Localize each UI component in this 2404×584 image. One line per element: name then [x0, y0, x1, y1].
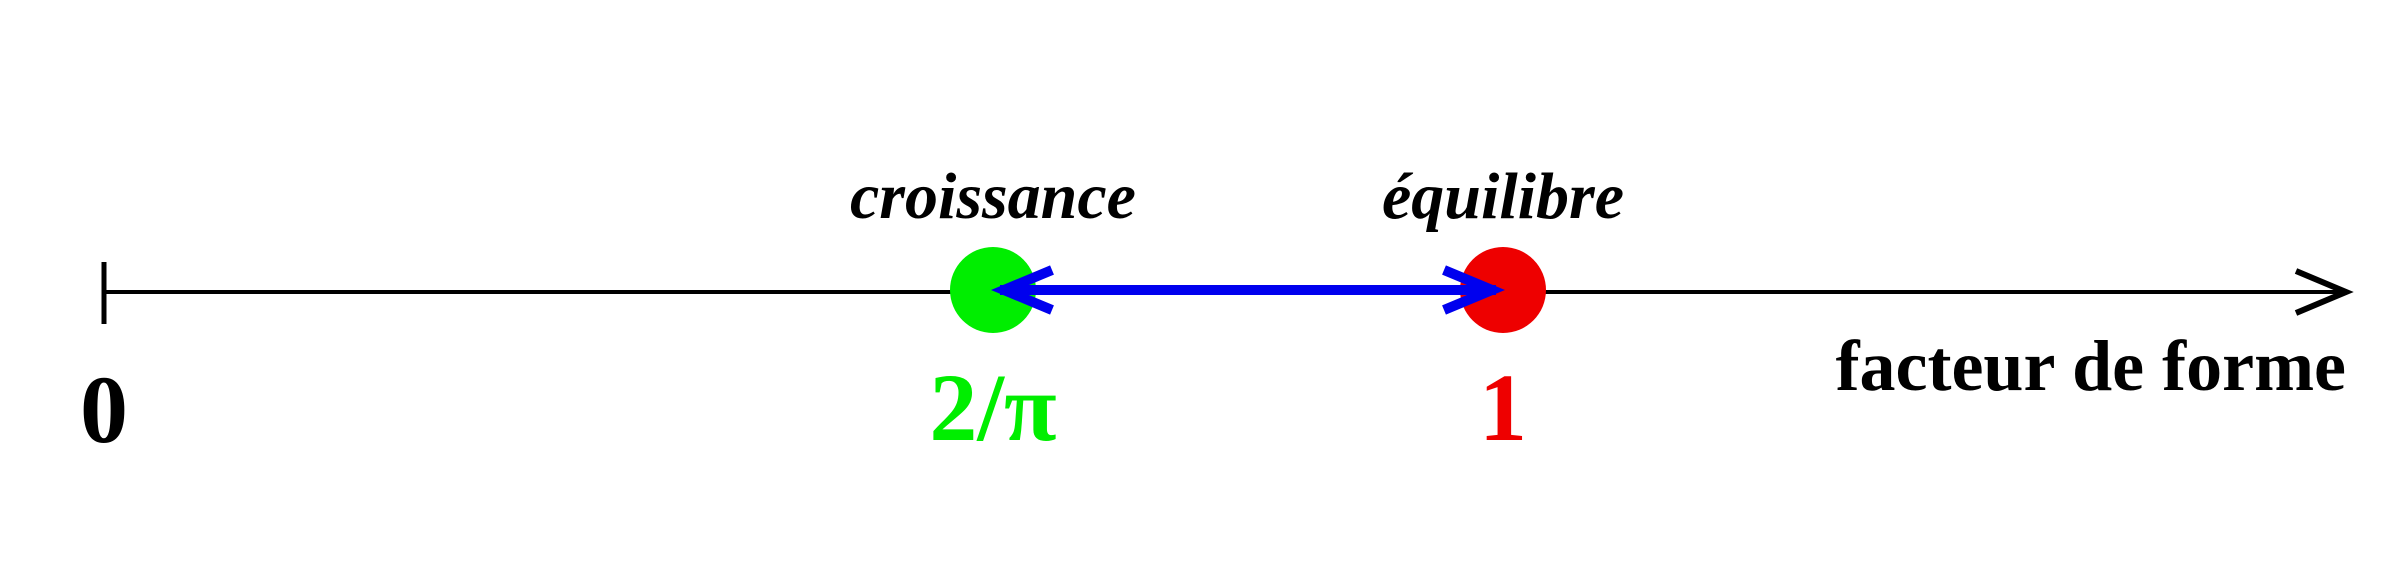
- axis-title: facteur de forme: [1836, 326, 2346, 406]
- axis-arrowhead: [2294, 268, 2354, 316]
- connector-arrowhead-right: [1442, 265, 1505, 315]
- point-croissance-name: croissance: [850, 160, 1136, 233]
- point-equilibre-name: équilibre: [1382, 160, 1624, 233]
- point-equilibre-value: 1: [1479, 354, 1527, 461]
- connector-double-arrow: [991, 265, 1505, 315]
- origin-label: 0: [80, 356, 128, 463]
- connector-arrowhead-left: [991, 265, 1054, 315]
- point-croissance-value: 2/π: [929, 354, 1056, 461]
